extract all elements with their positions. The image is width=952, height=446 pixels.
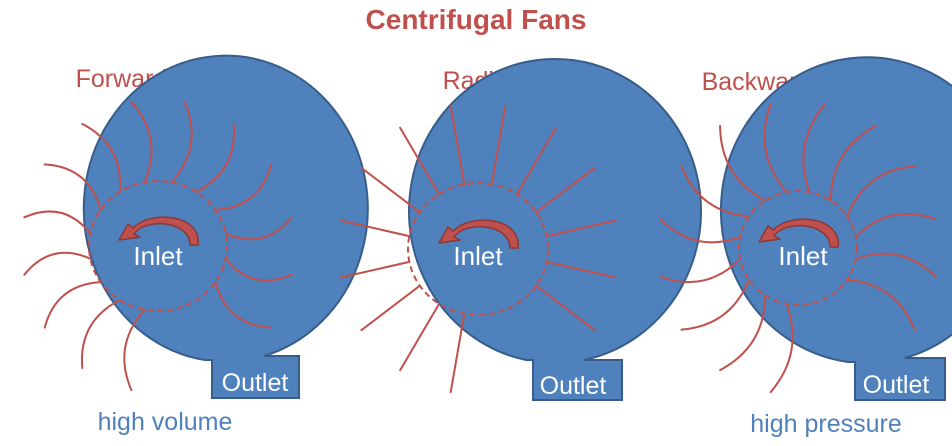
diagram-title: Centrifugal Fans: [366, 4, 587, 35]
fan-housing: [408, 58, 702, 401]
impeller-blade: [23, 210, 92, 235]
impeller-blade: [719, 124, 767, 202]
impeller-blade: [80, 299, 121, 370]
impeller-blade: [43, 281, 102, 329]
impeller-blade: [360, 166, 421, 214]
inlet-circle: [738, 190, 858, 306]
impeller-blade: [545, 219, 617, 238]
rotation-arrow-shape: [758, 218, 839, 248]
fan-backward-curving: Backward Curving Inlet Outlet high press…: [659, 56, 952, 438]
rotation-arrow-shape: [118, 216, 199, 246]
rotation-arrow-shape: [438, 219, 519, 249]
impeller-blade: [23, 251, 92, 276]
fan-radial: Radial Inlet Outlet: [339, 58, 702, 401]
fan-caption: high pressure: [750, 410, 901, 438]
impeller-blade: [719, 294, 767, 372]
impeller-blade: [214, 281, 273, 329]
inlet-label: Inlet: [133, 241, 183, 271]
impeller-blades: [659, 102, 937, 394]
fan-housing: [720, 56, 952, 401]
impeller-blade: [224, 257, 293, 282]
impeller-blade: [829, 124, 877, 202]
impeller-blade: [43, 163, 102, 211]
rotation-arrow-icon: [438, 219, 519, 249]
impeller-blade: [449, 312, 466, 394]
impeller-blade: [399, 302, 441, 372]
inlet-circle: [407, 182, 549, 316]
impeller-blade: [224, 216, 293, 241]
impeller-blade: [846, 278, 916, 331]
impeller-blade: [399, 126, 441, 196]
impeller-blade: [846, 165, 916, 218]
fan-forward-curving: Forward Curving Inlet Outlet high volume: [23, 54, 369, 436]
impeller-blade: [854, 252, 937, 278]
outlet-label: Outlet: [540, 372, 607, 400]
impeller-blade: [214, 163, 273, 211]
impeller-blade: [802, 102, 827, 194]
fan-housing: [82, 54, 369, 399]
impeller-blades: [23, 100, 293, 392]
impeller-blade: [659, 258, 742, 284]
impeller-blade: [170, 100, 193, 184]
impeller-blades: [339, 104, 617, 394]
impeller-blade: [360, 284, 421, 332]
impeller-blade: [515, 126, 557, 196]
inlet-label: Inlet: [453, 241, 503, 271]
impeller-blade: [339, 219, 411, 238]
impeller-blade: [81, 122, 122, 193]
impeller-blade: [123, 308, 146, 392]
fan-caption: high volume: [98, 408, 233, 436]
impeller-blade: [339, 260, 411, 279]
impeller-blade: [763, 102, 788, 194]
impeller-blade: [854, 212, 937, 238]
inlet-label: Inlet: [778, 241, 828, 271]
outlet-label: Outlet: [863, 371, 930, 399]
impeller-blade: [680, 165, 750, 218]
impeller-blade: [130, 100, 153, 184]
rotation-arrow-icon: [118, 216, 199, 246]
impeller-blade: [535, 166, 596, 214]
impeller-blade: [490, 104, 507, 186]
inlet-circle: [88, 180, 228, 312]
impeller-blade: [449, 104, 466, 186]
impeller-blade: [195, 122, 236, 193]
impeller-blade: [680, 278, 750, 331]
outlet-label: Outlet: [222, 369, 289, 397]
impeller-blade: [535, 284, 596, 332]
impeller-blade: [545, 260, 617, 279]
impeller-blade: [659, 218, 742, 244]
rotation-arrow-icon: [758, 218, 839, 248]
impeller-blade: [769, 302, 794, 394]
